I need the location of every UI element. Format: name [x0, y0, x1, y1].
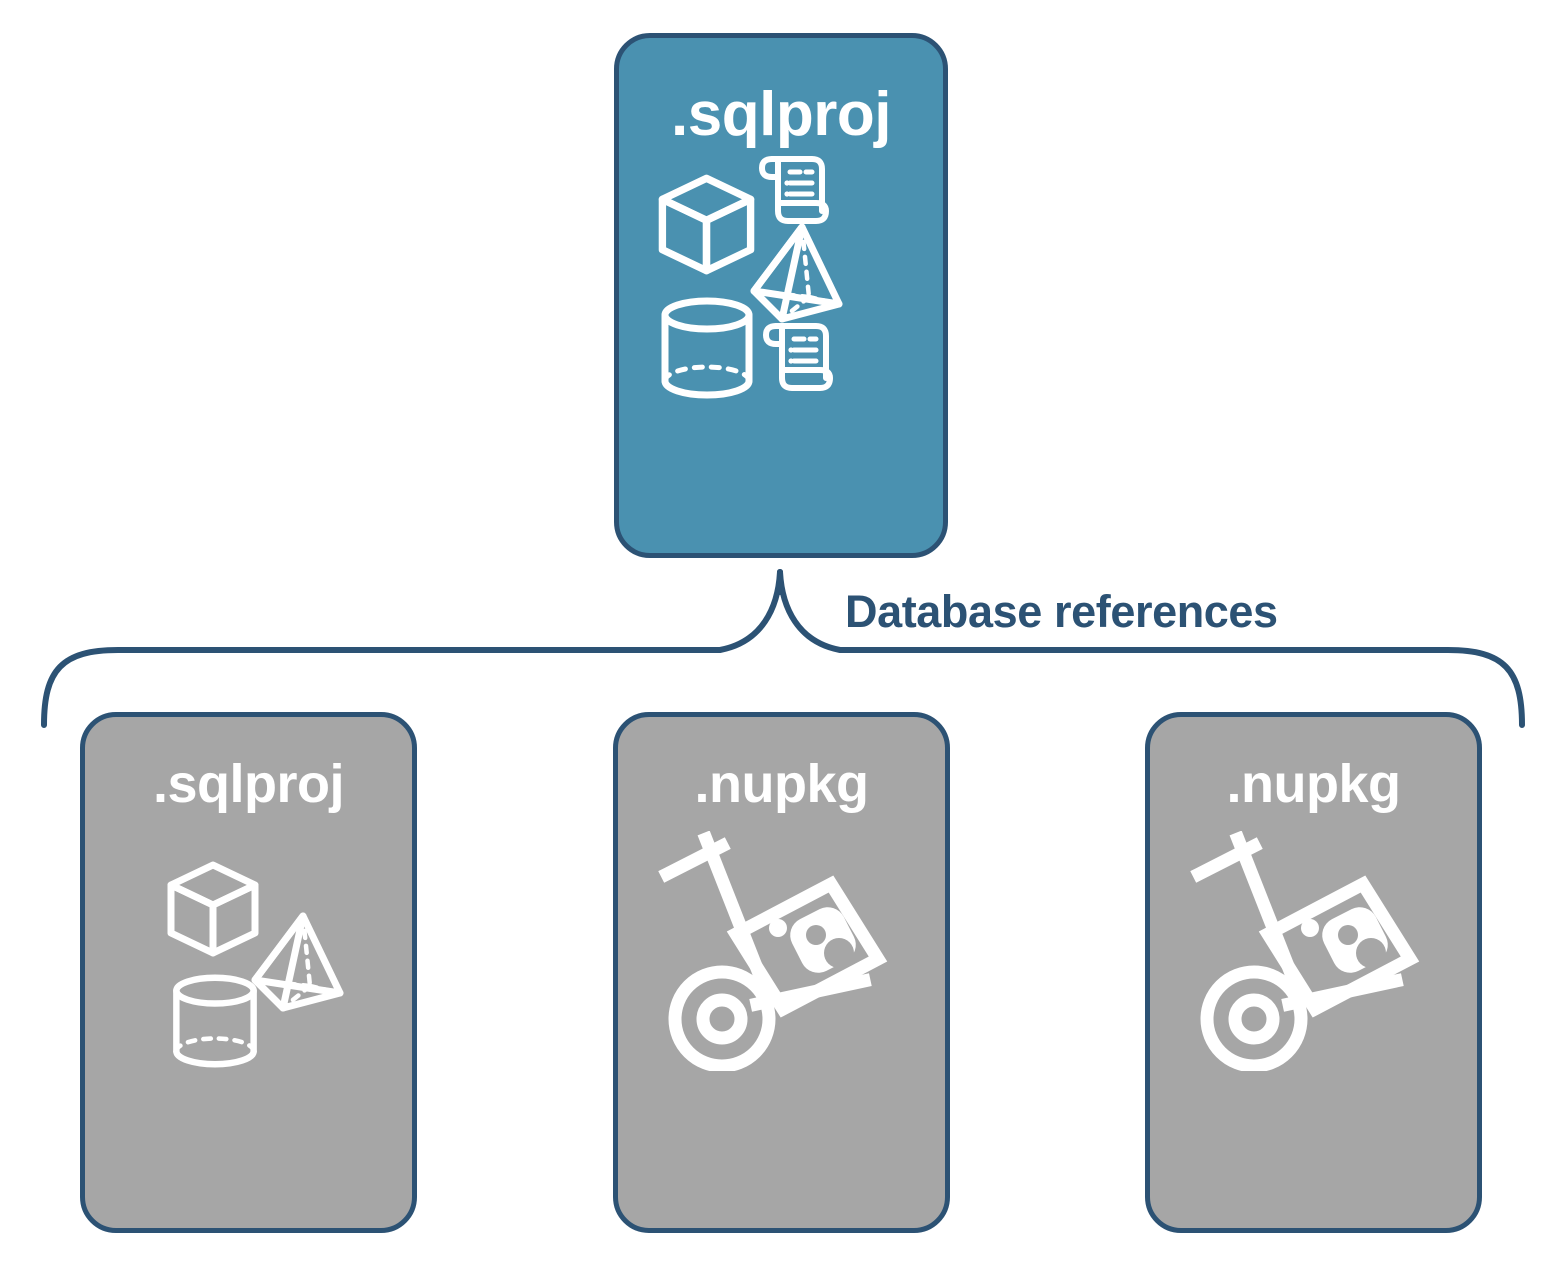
cylinder-icon	[661, 297, 753, 399]
reference-node-label: .nupkg	[1226, 754, 1401, 814]
hand-truck-package-icon	[658, 831, 888, 1071]
reference-node-label: .nupkg	[694, 754, 869, 814]
reference-node-sqlproj[interactable]: .sqlproj	[80, 712, 417, 1233]
script-scroll-icon	[759, 156, 829, 224]
reference-node-icon-group	[618, 811, 945, 1228]
hand-truck-package-icon	[1190, 831, 1420, 1071]
reference-node-icon-group	[85, 811, 412, 1228]
root-node-label: .sqlproj	[671, 80, 891, 149]
cylinder-icon	[173, 974, 257, 1068]
reference-node-nupkg-1[interactable]: .nupkg	[613, 712, 950, 1233]
cube-icon	[167, 861, 259, 957]
cube-icon	[658, 174, 755, 275]
pyramid-icon	[251, 912, 344, 1012]
script-scroll-icon	[763, 323, 833, 391]
reference-node-label: .sqlproj	[152, 754, 345, 814]
reference-node-nupkg-2[interactable]: .nupkg	[1145, 712, 1482, 1233]
root-node-sqlproj[interactable]: .sqlproj	[614, 33, 948, 558]
reference-node-icon-group	[1150, 811, 1477, 1228]
pyramid-icon	[750, 223, 843, 323]
root-node-icon-group	[619, 146, 943, 553]
brace-label: Database references	[845, 586, 1278, 637]
